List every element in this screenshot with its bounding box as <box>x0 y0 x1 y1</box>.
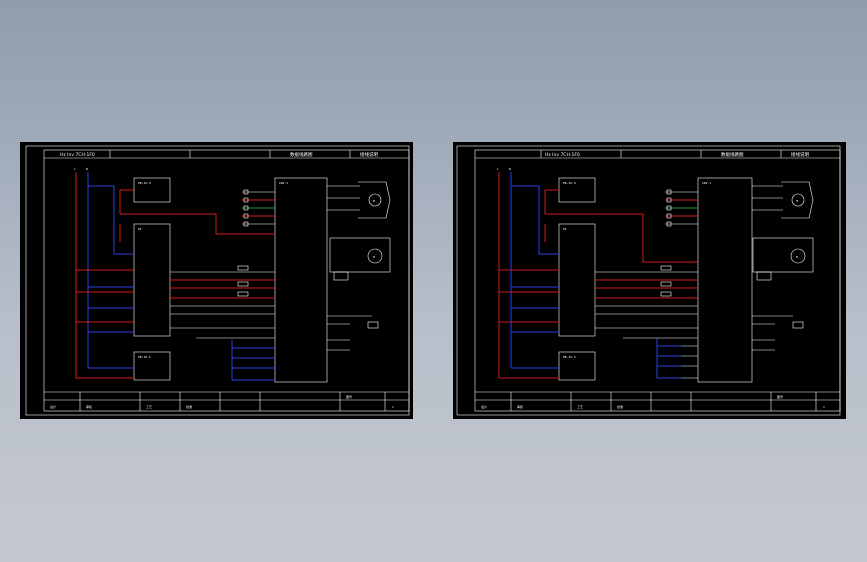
sheet-title-left: Hz Inv 7CH-1F0 <box>545 152 580 158</box>
footer-process: 工艺 <box>577 404 583 409</box>
footer-sheet-no: 1 <box>823 405 825 409</box>
sheet-title-mid: 数据线路图 <box>290 151 313 158</box>
block-main-label: DI <box>563 227 567 231</box>
footer-drawing-no: 图号 <box>346 394 352 399</box>
block-drive-label: INV-1 <box>279 181 288 185</box>
block-top-label: PB-IO-4 <box>138 181 151 185</box>
footer-approve: 批准 <box>617 404 623 409</box>
motor1-label: M <box>796 199 798 203</box>
motor1-label: M <box>373 199 375 203</box>
footer-check: 审核 <box>517 404 523 409</box>
motor2-label: M <box>796 255 798 259</box>
sheet-title-right: 接线说明 <box>791 151 809 158</box>
svg-text:L: L <box>497 167 499 171</box>
sheet-title-mid: 数据线路图 <box>721 151 744 158</box>
footer-drawing-no: 图号 <box>777 394 783 399</box>
block-bottom-label: PB-IO-5 <box>563 355 576 359</box>
svg-text:N: N <box>86 167 88 171</box>
sheet-title-left: Hz Inv 7CH-1F0 <box>60 152 95 158</box>
footer-sheet-no: 1 <box>392 405 394 409</box>
svg-text:L: L <box>74 167 76 171</box>
footer-process: 工艺 <box>146 404 152 409</box>
block-main-label: DI <box>138 227 142 231</box>
svg-text:N: N <box>509 167 511 171</box>
footer-design: 设计 <box>481 404 487 409</box>
block-bottom-label: PB-IO-5 <box>138 355 151 359</box>
block-top-label: PB-IO-4 <box>563 181 576 185</box>
sheet-title-right: 接线说明 <box>360 151 378 158</box>
block-drive-label: INV-1 <box>702 181 711 185</box>
footer-approve: 批准 <box>186 404 192 409</box>
footer-check: 审核 <box>86 404 92 409</box>
footer-design: 设计 <box>50 404 56 409</box>
motor2-label: M <box>373 255 375 259</box>
